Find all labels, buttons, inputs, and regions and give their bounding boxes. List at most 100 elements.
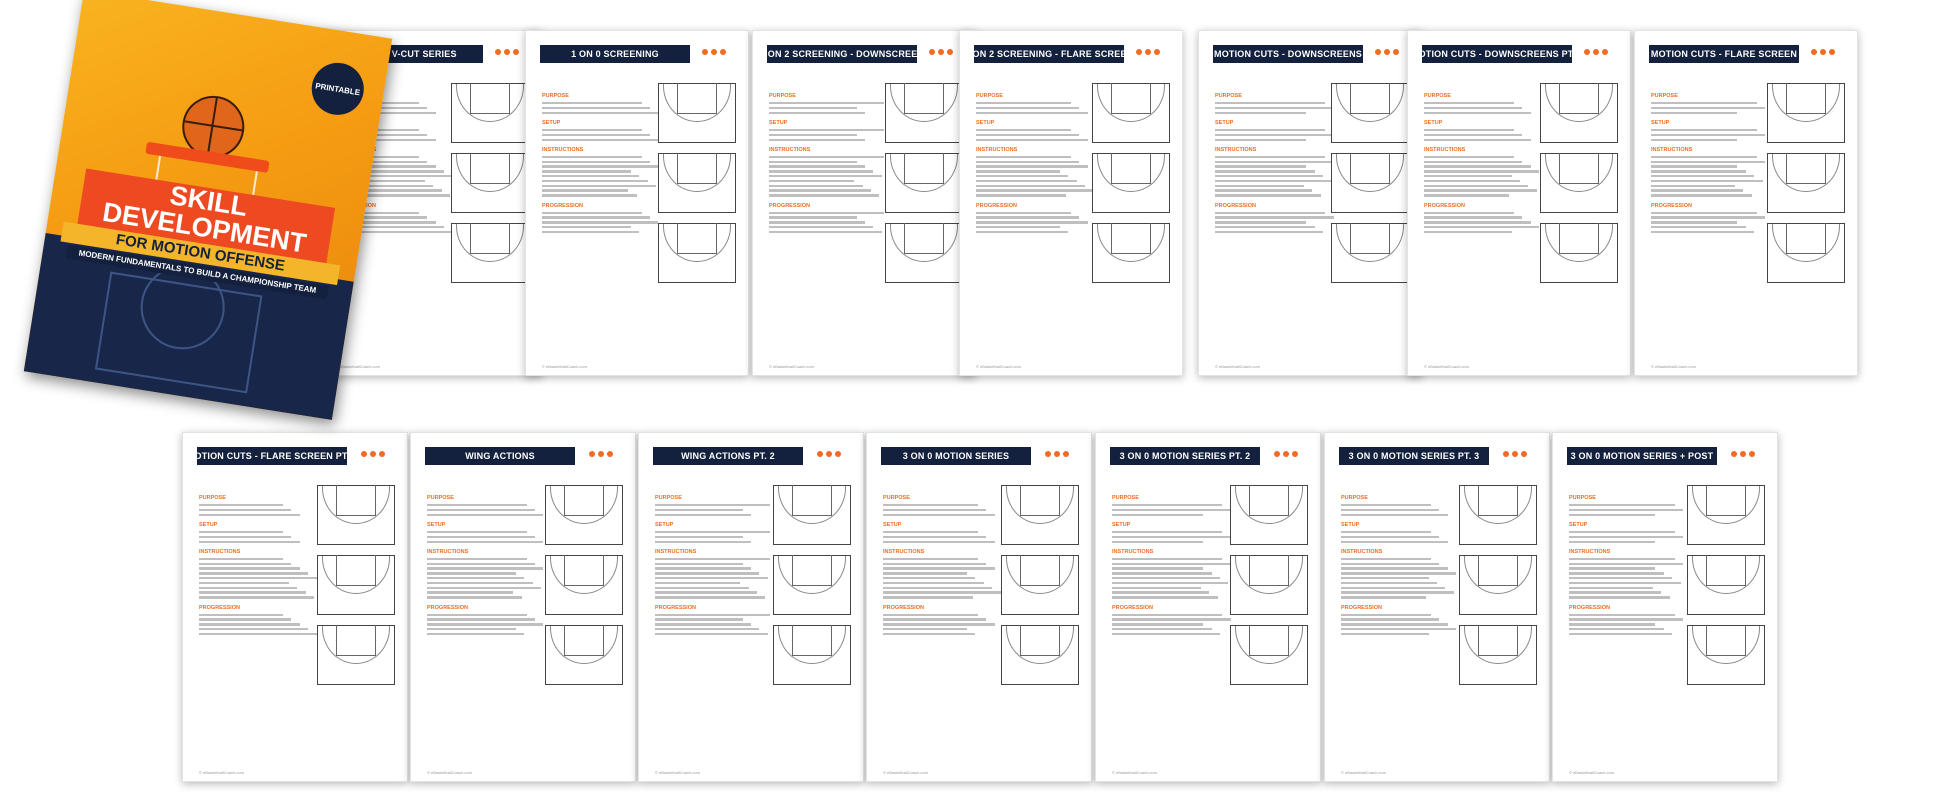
text-line — [542, 128, 642, 132]
text-line — [655, 586, 749, 589]
text-line — [1112, 632, 1220, 636]
court-diagram — [451, 153, 529, 213]
text-line — [1569, 591, 1662, 594]
text-line — [335, 221, 436, 224]
text-line — [1424, 179, 1520, 183]
text-line — [1424, 211, 1514, 214]
text-line — [1215, 211, 1326, 214]
section-heading: SETUP — [427, 521, 446, 528]
text-line — [1112, 508, 1231, 512]
text-line — [769, 165, 865, 168]
text-line — [976, 111, 1088, 114]
text-line — [1341, 535, 1440, 539]
section-heading: SETUP — [655, 521, 674, 528]
text-line — [1651, 230, 1755, 234]
text-line — [655, 577, 768, 580]
section-heading: INSTRUCTIONS — [976, 146, 1018, 153]
brand-dots-icon — [1584, 49, 1608, 55]
text-line — [427, 572, 516, 575]
text-line — [1569, 581, 1681, 585]
text-line — [542, 160, 650, 164]
text-line — [1215, 155, 1326, 159]
court-diagram — [1767, 83, 1845, 143]
text-line — [1112, 618, 1231, 621]
text-line — [1215, 138, 1307, 141]
text-line — [655, 591, 757, 594]
text-line — [542, 175, 640, 178]
text-line — [199, 508, 292, 512]
section-heading: INSTRUCTIONS — [199, 548, 241, 555]
text-line — [1424, 165, 1531, 168]
section-heading: PURPOSE — [1424, 93, 1451, 99]
section-heading: PROGRESSION — [883, 604, 924, 611]
court-diagram — [658, 223, 736, 283]
text-line — [1569, 513, 1656, 516]
text-line — [542, 138, 659, 141]
text-line — [1569, 596, 1670, 599]
text-line — [427, 562, 535, 566]
text-line — [976, 189, 1094, 192]
text-line — [1215, 165, 1307, 168]
section-heading: INSTRUCTIONS — [427, 548, 469, 555]
page-title: MOTION CUTS - DOWNSCREENS PT. 2 — [1411, 45, 1583, 63]
brand-dots-icon — [1375, 49, 1399, 55]
text-line — [542, 221, 659, 224]
section-heading: PROGRESSION — [1424, 202, 1465, 209]
text-line — [883, 591, 1001, 594]
text-line — [1651, 221, 1738, 224]
page-title: MOTION CUTS - FLARE SCREEN — [1649, 45, 1799, 63]
text-line — [1569, 632, 1673, 636]
text-line — [1112, 586, 1201, 589]
section-heading: INSTRUCTIONS — [1569, 548, 1611, 555]
text-line — [1215, 175, 1323, 178]
text-line — [1341, 504, 1431, 507]
text-line — [1569, 623, 1656, 626]
text-line — [1341, 567, 1448, 570]
book-cover: PRINTABLE SKILL DEVELOPMENT FOR MOTION O… — [23, 0, 393, 421]
text-line — [427, 613, 527, 616]
text-line — [655, 562, 743, 566]
text-line — [769, 221, 865, 224]
text-line — [976, 106, 1080, 110]
text-line — [542, 189, 629, 192]
text-line — [427, 567, 544, 570]
text-line — [427, 591, 514, 594]
text-line — [976, 133, 1080, 137]
text-line — [1651, 133, 1765, 137]
court-diagram — [1230, 625, 1308, 685]
text-line — [769, 184, 863, 187]
page-footer: © eBasketballCoach.com — [1569, 770, 1614, 775]
text-line — [1424, 189, 1537, 192]
text-line — [1341, 540, 1448, 543]
text-line — [1424, 106, 1523, 110]
text-line — [769, 111, 865, 114]
text-line — [1112, 613, 1223, 616]
brand-dots-icon — [1274, 451, 1298, 457]
section-heading: SETUP — [542, 119, 561, 126]
text-line — [1651, 106, 1765, 110]
page-title: 3 ON 0 MOTION SERIES PT. 3 — [1339, 447, 1489, 465]
text-line — [1112, 530, 1223, 534]
court-diagram — [1687, 555, 1765, 615]
section-heading: PURPOSE — [427, 495, 454, 501]
page-title: MOTION CUTS - DOWNSCREENS — [1213, 45, 1363, 63]
page-footer: © eBasketballCoach.com — [1651, 364, 1696, 369]
text-line — [1651, 155, 1757, 159]
text-line — [1215, 184, 1304, 187]
text-line — [1341, 508, 1440, 512]
text-line — [1424, 175, 1512, 178]
text-line — [335, 179, 425, 183]
text-line — [427, 586, 541, 589]
text-line — [199, 632, 317, 636]
text-line — [1341, 586, 1446, 589]
text-line — [655, 613, 771, 616]
text-line — [1569, 504, 1675, 507]
page-footer: © eBasketballCoach.com — [1341, 770, 1386, 775]
court-diagram — [1687, 485, 1765, 545]
court-diagram — [1540, 83, 1618, 143]
court-diagram — [1001, 625, 1079, 685]
